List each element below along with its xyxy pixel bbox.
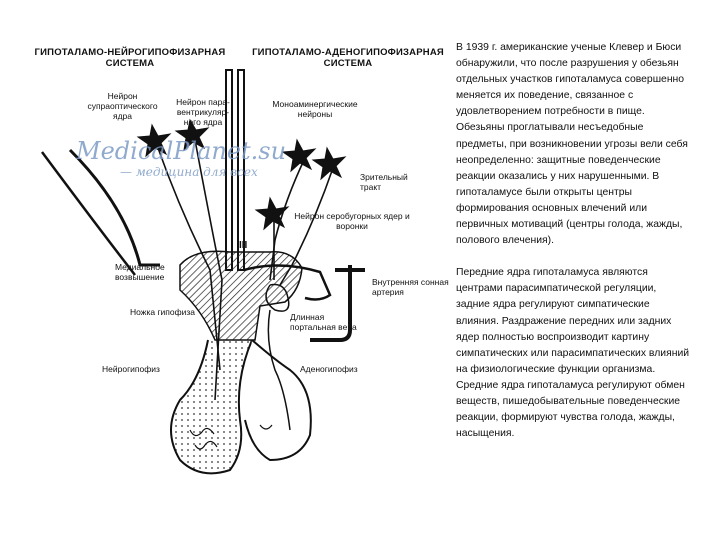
header-neurohypophyseal: ГИПОТАЛАМО-НЕЙРОГИПОФИЗАРНАЯ СИСТЕМА xyxy=(34,47,226,69)
label-pituitary-stalk: Ножка гипофиза xyxy=(130,307,195,317)
paraventricular-axon xyxy=(194,139,223,401)
outer-boundary-line xyxy=(40,151,136,276)
label-monoamine-neurons: Моноаминергические нейроны xyxy=(272,99,358,119)
hypothalamic-pituitary-diagram: ГИПОТАЛАМО-НЕЙРОГИПОФИЗАРНАЯ СИСТЕМА ГИП… xyxy=(30,40,450,500)
label-tuberal-neuron: Нейрон серобугорных ядер и воронки xyxy=(294,211,410,231)
text-column: В 1939 г. американские ученые Клевер и Б… xyxy=(456,40,692,458)
terminal-fibers xyxy=(189,424,273,450)
paraventricular-neuron xyxy=(174,118,210,152)
label-optic-tract: Зрительный тракт xyxy=(360,172,408,192)
label-third-ventricle: III xyxy=(239,240,248,251)
header-adenohypophyseal: ГИПОТАЛАМО-АДЕНОГИПОФИЗАРНАЯ СИСТЕМА xyxy=(252,47,444,69)
monoamine-neuron-1 xyxy=(281,138,317,173)
watermark-subtitle: — медицина для всех xyxy=(120,165,258,179)
label-carotid-artery: Внутренняя сонная артерия xyxy=(372,277,449,297)
label-supraoptic-neuron: Нейрон супраоптического ядра xyxy=(87,91,158,121)
paragraph-1: В 1939 г. американские ученые Клевер и Б… xyxy=(456,42,688,247)
watermark-title: MedicalPlanet.su xyxy=(76,137,287,165)
label-paraventricular-neuron: Нейрон пара- вентрикуляр- ного ядра xyxy=(176,97,230,127)
portal-vein-line xyxy=(267,309,291,431)
label-median-eminence: Медиальное возвышение xyxy=(115,262,165,282)
supraoptic-neuron xyxy=(136,123,172,158)
carotid-artery xyxy=(310,265,352,342)
neurohypophysis-shape xyxy=(170,339,253,475)
label-neurohypophysis: Нейрогипофиз xyxy=(102,364,160,374)
left-boundary-line xyxy=(68,148,160,267)
label-portal-vein: Длинная портальная вена xyxy=(290,312,357,332)
label-adenohypophysis: Аденогипофиз xyxy=(300,364,358,374)
diagram-drawing xyxy=(40,69,365,475)
monoamine-axon-1 xyxy=(269,157,306,281)
paragraph-2: Передние ядра гипоталамуса являются цент… xyxy=(456,267,690,440)
adenohypophysis-shape xyxy=(244,339,312,462)
right-floor-line xyxy=(243,264,332,301)
monoamine-axon-2 xyxy=(279,167,334,286)
supraoptic-axon xyxy=(157,147,221,371)
monoamine-neuron-2 xyxy=(311,146,347,181)
portal-capillaries xyxy=(265,283,290,312)
